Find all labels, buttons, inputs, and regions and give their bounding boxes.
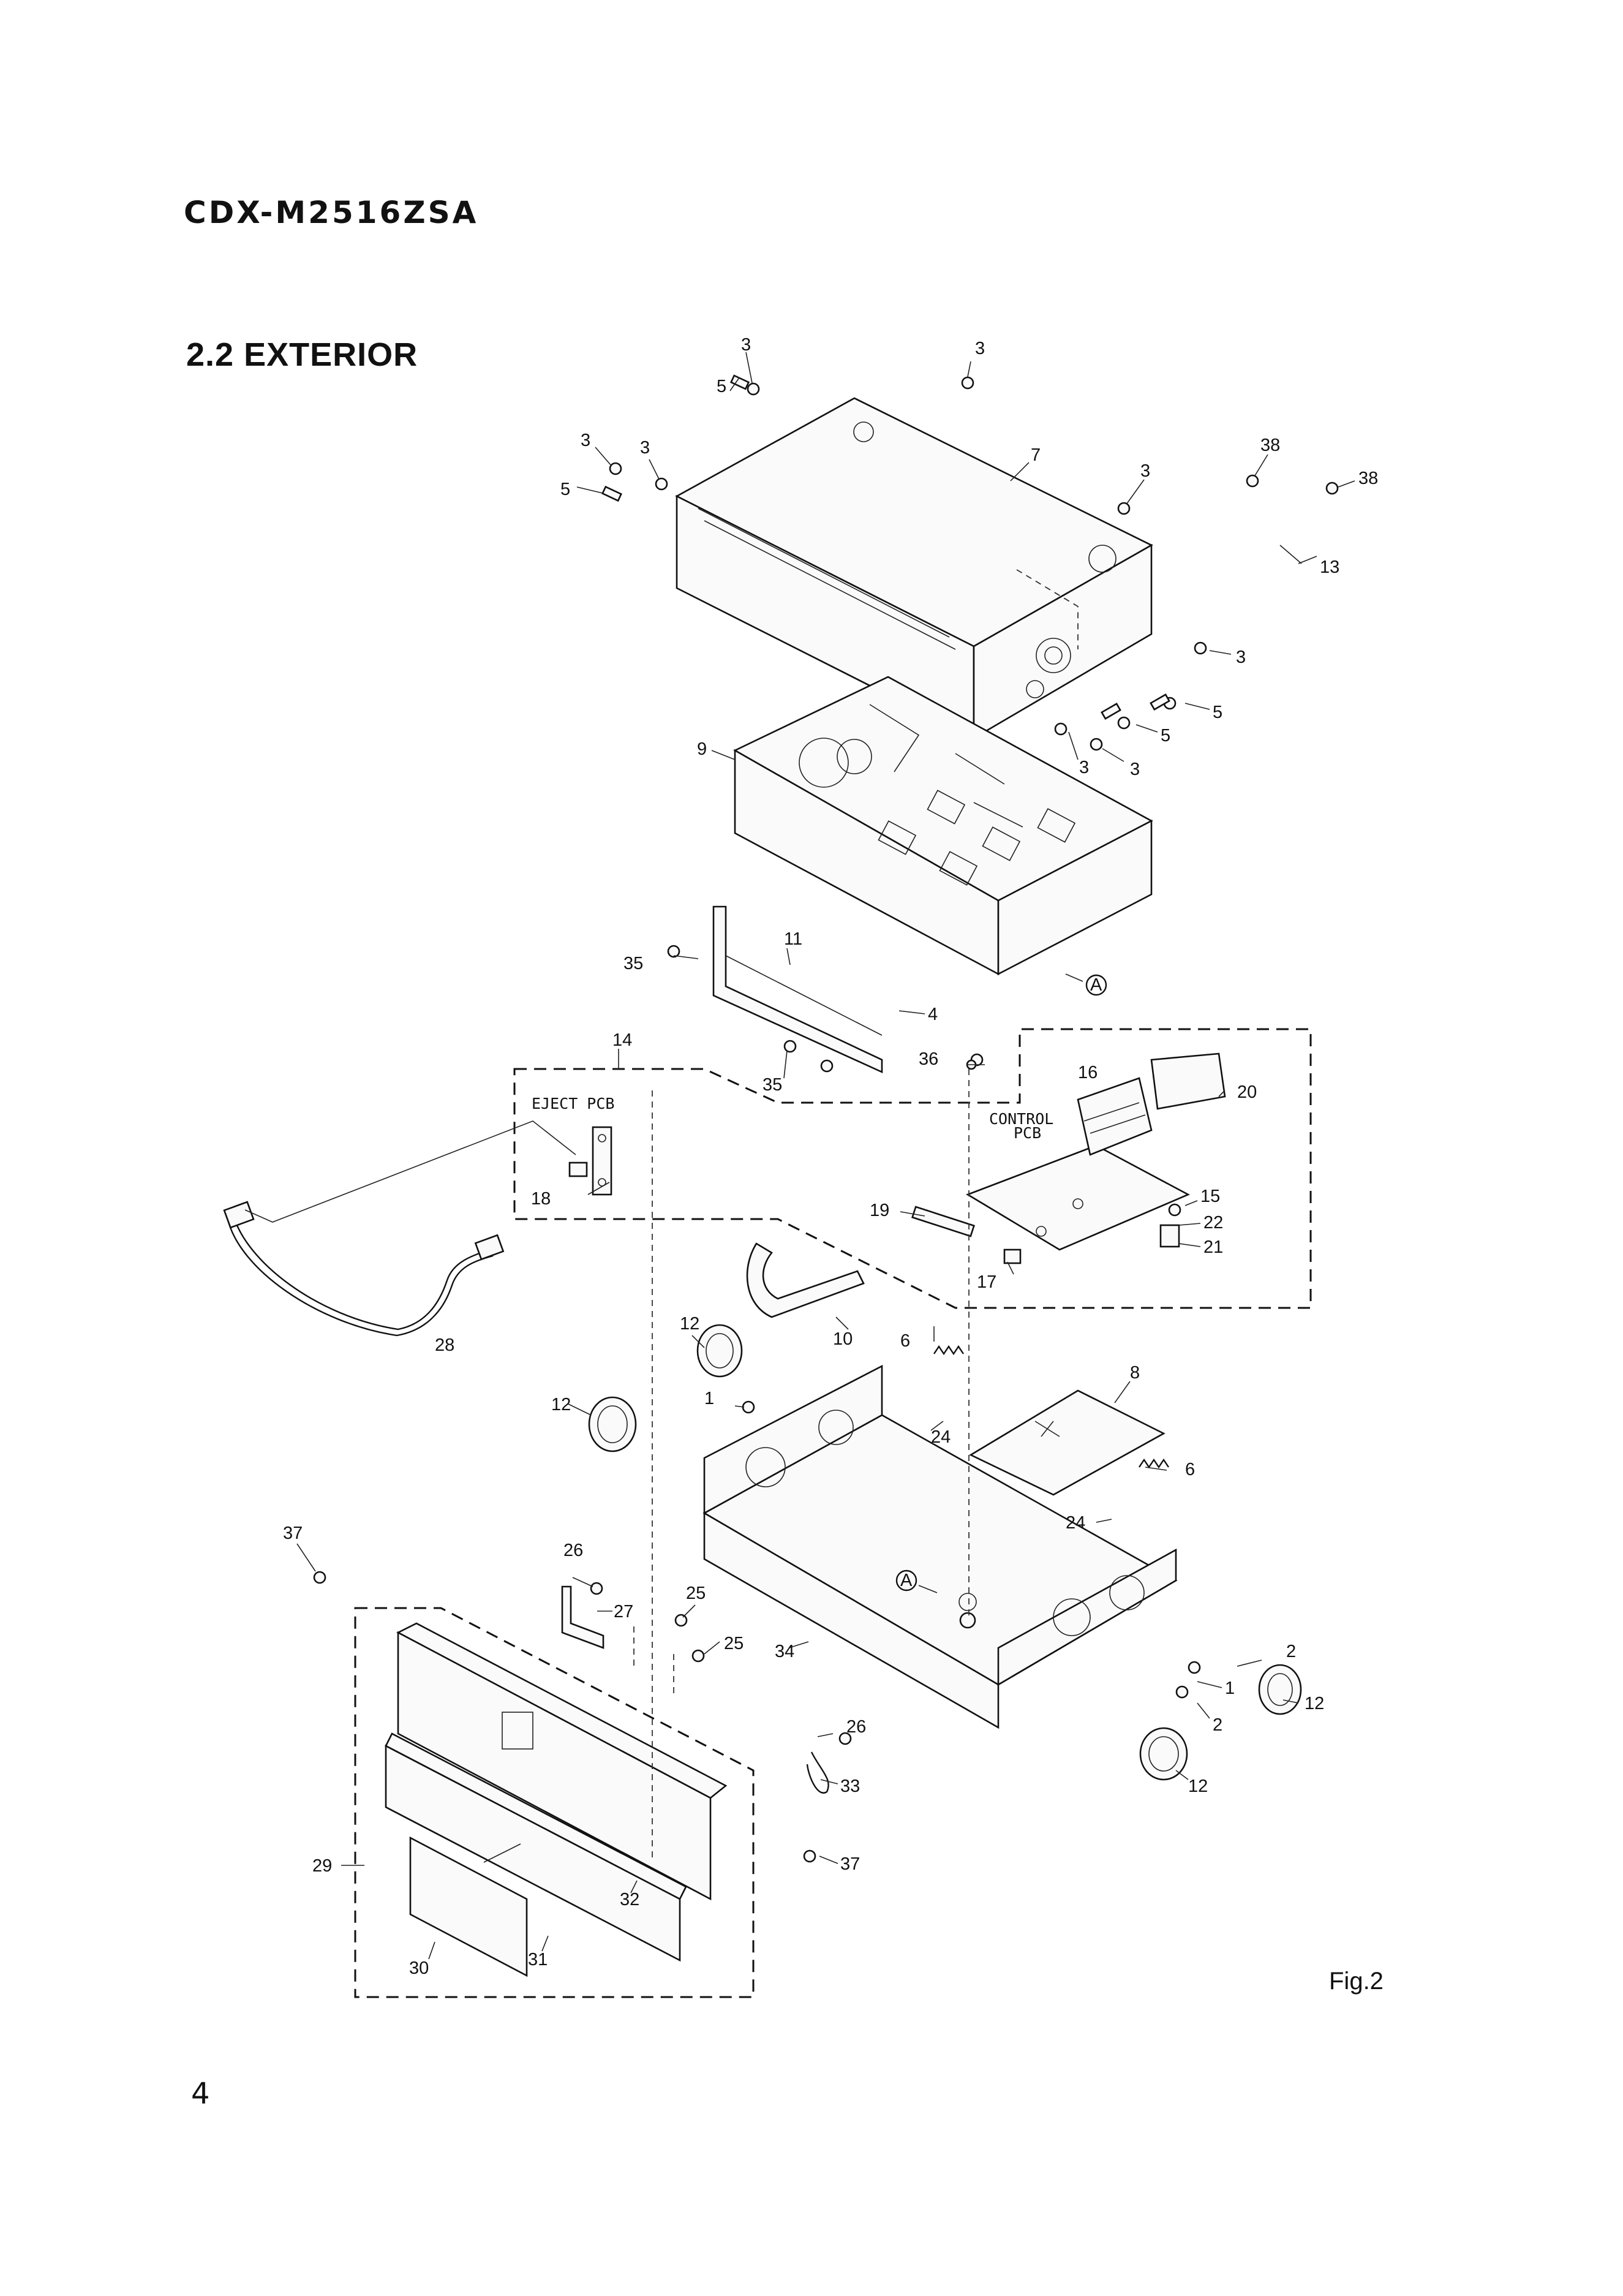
front-panel-group-boundary xyxy=(354,1607,755,1998)
part-label: 3 xyxy=(1079,758,1089,777)
chassis xyxy=(702,1364,1178,1729)
part-label: 36 xyxy=(919,1049,938,1069)
part-label: 29 xyxy=(312,1856,332,1876)
small-bracket xyxy=(561,1585,604,1649)
part-label: 35 xyxy=(763,1075,782,1095)
part-label: 16 xyxy=(1078,1063,1098,1082)
part-label: 5 xyxy=(717,377,726,396)
part-label: 1 xyxy=(704,1389,714,1408)
screws xyxy=(313,374,1339,1863)
part-label: 25 xyxy=(724,1634,744,1653)
part-label: 3 xyxy=(1236,648,1246,667)
part-label: 38 xyxy=(1358,469,1378,488)
part-labels: 3 3 5 3 3 5 7 3 38 38 13 3 5 5 3 3 9 11 … xyxy=(283,335,1378,1978)
part-label: 20 xyxy=(1237,1082,1257,1102)
part-label: 4 xyxy=(928,1005,938,1024)
part-label: 30 xyxy=(409,1958,429,1978)
spring-lower xyxy=(1139,1458,1169,1469)
part-label: 33 xyxy=(840,1777,860,1796)
shield-sheet xyxy=(969,1389,1165,1496)
part-label: 18 xyxy=(531,1189,551,1209)
part-label: 11 xyxy=(784,929,802,949)
part-label: 12 xyxy=(551,1395,571,1414)
part-label: 15 xyxy=(1200,1187,1220,1206)
part-label: 26 xyxy=(846,1717,866,1737)
part-label: 3 xyxy=(581,431,590,450)
part-label: 25 xyxy=(686,1584,706,1603)
hook xyxy=(806,1751,829,1794)
part-label: 6 xyxy=(1185,1460,1195,1479)
part-label: 28 xyxy=(435,1335,454,1355)
part-label: 2 xyxy=(1286,1642,1296,1661)
part-label: 7 xyxy=(1031,445,1041,465)
part-label: 6 xyxy=(900,1331,910,1351)
control-pcb-label: CONTROL xyxy=(989,1110,1053,1128)
part-label: 34 xyxy=(775,1642,794,1661)
part-label: 10 xyxy=(833,1329,853,1349)
connector-a-markers: A A xyxy=(895,973,1107,1593)
part-label: 38 xyxy=(1260,436,1280,455)
part-label: 37 xyxy=(283,1524,303,1543)
part-label: 22 xyxy=(1203,1213,1223,1233)
top-cover xyxy=(675,397,1153,740)
part-label: 3 xyxy=(1140,461,1150,481)
spring-upper xyxy=(933,1345,964,1356)
part-label: 21 xyxy=(1203,1237,1223,1257)
part-label: 17 xyxy=(977,1272,996,1292)
flex-cable xyxy=(746,1206,975,1318)
bracket xyxy=(712,905,883,1074)
figure-label: Fig.2 xyxy=(1329,1968,1384,1995)
part-label: 9 xyxy=(697,739,707,759)
part-label: 5 xyxy=(560,480,570,499)
part-label: 8 xyxy=(1130,1363,1140,1383)
part-label: 13 xyxy=(1320,557,1339,577)
part-label: 12 xyxy=(1305,1694,1324,1713)
part-label: 3 xyxy=(1130,760,1140,779)
mechanism-unit xyxy=(733,676,1153,976)
part-label: 12 xyxy=(680,1314,699,1334)
eject-pcb-label: EJECT PCB xyxy=(532,1095,614,1112)
page-number: 4 xyxy=(191,2077,210,2111)
part-label: 5 xyxy=(1161,726,1170,746)
part-label: 3 xyxy=(975,339,985,358)
control-pcb xyxy=(966,1052,1226,1264)
front-panel xyxy=(385,1622,728,1977)
part-label: 5 xyxy=(1213,703,1222,722)
part-label: 37 xyxy=(840,1854,860,1874)
part-label: 12 xyxy=(1188,1777,1208,1796)
part-label: 26 xyxy=(563,1541,583,1560)
part-label: 3 xyxy=(640,438,650,458)
connector-a-bottom: A xyxy=(900,1571,913,1590)
part-label: 31 xyxy=(528,1950,548,1969)
section-title: 2.2 EXTERIOR xyxy=(186,336,418,373)
part-label: 3 xyxy=(741,335,751,355)
eject-pcb xyxy=(568,1126,612,1196)
model-number: CDX-M2516ZSA xyxy=(184,195,479,230)
part-label: 35 xyxy=(623,954,643,973)
pcb-group-boundary xyxy=(513,1028,1312,1309)
part-label: 1 xyxy=(1225,1679,1235,1698)
control-pcb-label-2: PCB xyxy=(1014,1124,1041,1142)
knobs xyxy=(588,1324,1302,1781)
part-label: 19 xyxy=(870,1201,889,1220)
part-label: 27 xyxy=(614,1602,633,1622)
part-label: 14 xyxy=(612,1030,632,1050)
part-label: 24 xyxy=(1066,1513,1085,1533)
wire-harness xyxy=(223,1120,576,1337)
connector-a-top: A xyxy=(1090,975,1102,995)
part-label: 24 xyxy=(931,1427,951,1447)
part-label: 2 xyxy=(1213,1715,1222,1735)
part-label: 32 xyxy=(620,1890,639,1909)
leader-lines xyxy=(296,352,1355,1960)
